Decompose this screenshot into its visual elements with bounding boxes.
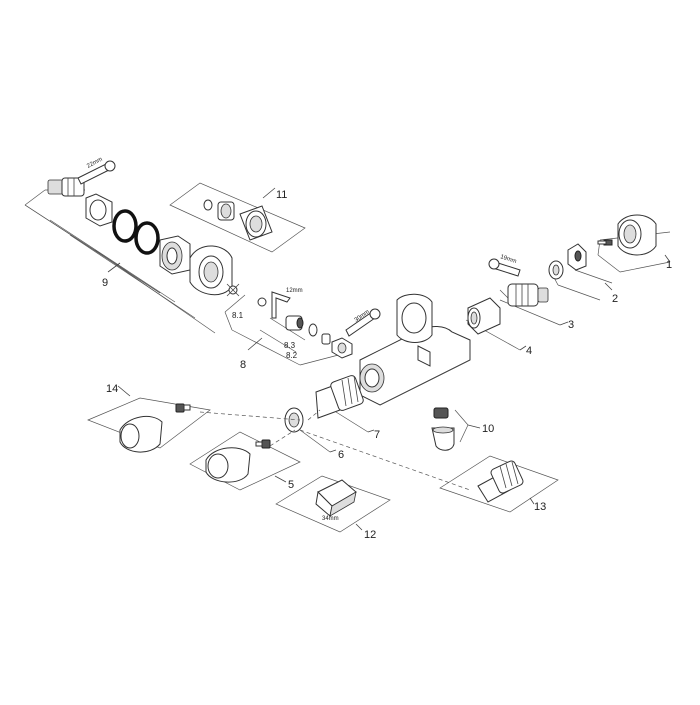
escutcheon-cap: [189, 245, 233, 296]
thermostat-handle: [119, 415, 163, 453]
callout-4: 4: [526, 345, 532, 357]
stop-ring: [548, 260, 564, 280]
screw: [597, 239, 613, 246]
mixer-body: [359, 293, 471, 406]
splined-adapter: [567, 243, 587, 271]
spare-cartridge: [477, 460, 524, 503]
dim-19mm: 19mm: [499, 254, 517, 265]
handle-screw-2: [255, 439, 271, 449]
assembly-axes: [199, 409, 471, 491]
extension-sleeve: [239, 205, 273, 241]
small-screw: [257, 297, 267, 307]
diverter-bushing: [467, 297, 501, 335]
hex-key-12mm-icon: [271, 291, 291, 319]
union-nut: [85, 193, 113, 227]
shut-off-cartridge: [507, 283, 549, 307]
splined-ring: [159, 235, 191, 275]
dim-34mm: 34mm: [322, 516, 339, 522]
callout-5: 5: [288, 479, 294, 491]
cartridge-insert: [217, 201, 235, 221]
check-valve: [285, 315, 304, 331]
part-group-11: 11: [169, 182, 306, 253]
callout-9: 9: [102, 277, 108, 289]
o-ring-small: [134, 221, 160, 255]
o-ring-large: [112, 209, 138, 243]
aerator: [433, 407, 449, 419]
thermostatic-cartridge: [315, 375, 364, 419]
extension-tool-34mm: [315, 479, 357, 517]
wrench-30mm-icon: [345, 308, 381, 337]
shut-off-handle: [205, 447, 251, 483]
wrench-22mm-icon: [77, 160, 116, 185]
part-group-12: 34mm 12: [275, 475, 391, 541]
spacer: [321, 333, 331, 345]
callout-3: 3: [568, 319, 574, 331]
part-group-6: 6: [284, 407, 344, 461]
part-group-7: 7: [315, 375, 380, 441]
dim-12mm: 12mm: [286, 288, 303, 294]
callout-8-2: 8.2: [286, 351, 298, 360]
callout-8: 8: [240, 359, 246, 371]
part-group-3: 19mm 3: [488, 254, 574, 331]
star-washer-icon: [226, 283, 240, 297]
callout-7: 7: [374, 429, 380, 441]
part-group-10: 10: [431, 407, 494, 451]
callout-8-1: 8.1: [232, 311, 244, 320]
seal-ring: [308, 323, 318, 337]
callout-8-3: 8.3: [284, 341, 296, 350]
part-group-14: 14: [87, 383, 211, 453]
handle-cap: [617, 214, 657, 256]
part-group-5: 5: [189, 431, 301, 491]
callout-11: 11: [276, 189, 287, 201]
callout-14: 14: [106, 383, 118, 395]
connector-nipple: [47, 177, 85, 197]
part-group-13: 13: [439, 455, 559, 513]
part-group-8: 12mm 30mm 8.1 8.3 8.2 8: [224, 288, 381, 371]
wrench-19mm-icon: [488, 258, 521, 277]
part-group-4: 4: [465, 297, 532, 357]
limit-stop-ring: [284, 407, 304, 433]
small-washer: [203, 199, 213, 211]
part-group-2: 2: [548, 243, 618, 305]
callout-10: 10: [482, 423, 494, 435]
callout-13: 13: [534, 501, 546, 513]
part-group-9: 22mm 9: [24, 157, 240, 334]
part-group-1: 1: [597, 214, 672, 273]
callout-6: 6: [338, 449, 344, 461]
callout-12: 12: [364, 529, 376, 541]
spout-outlet: [431, 426, 455, 451]
callout-2: 2: [612, 293, 618, 305]
callout-1: 1: [666, 259, 672, 271]
handle-screw: [175, 403, 191, 413]
nut-30mm: [331, 337, 353, 359]
